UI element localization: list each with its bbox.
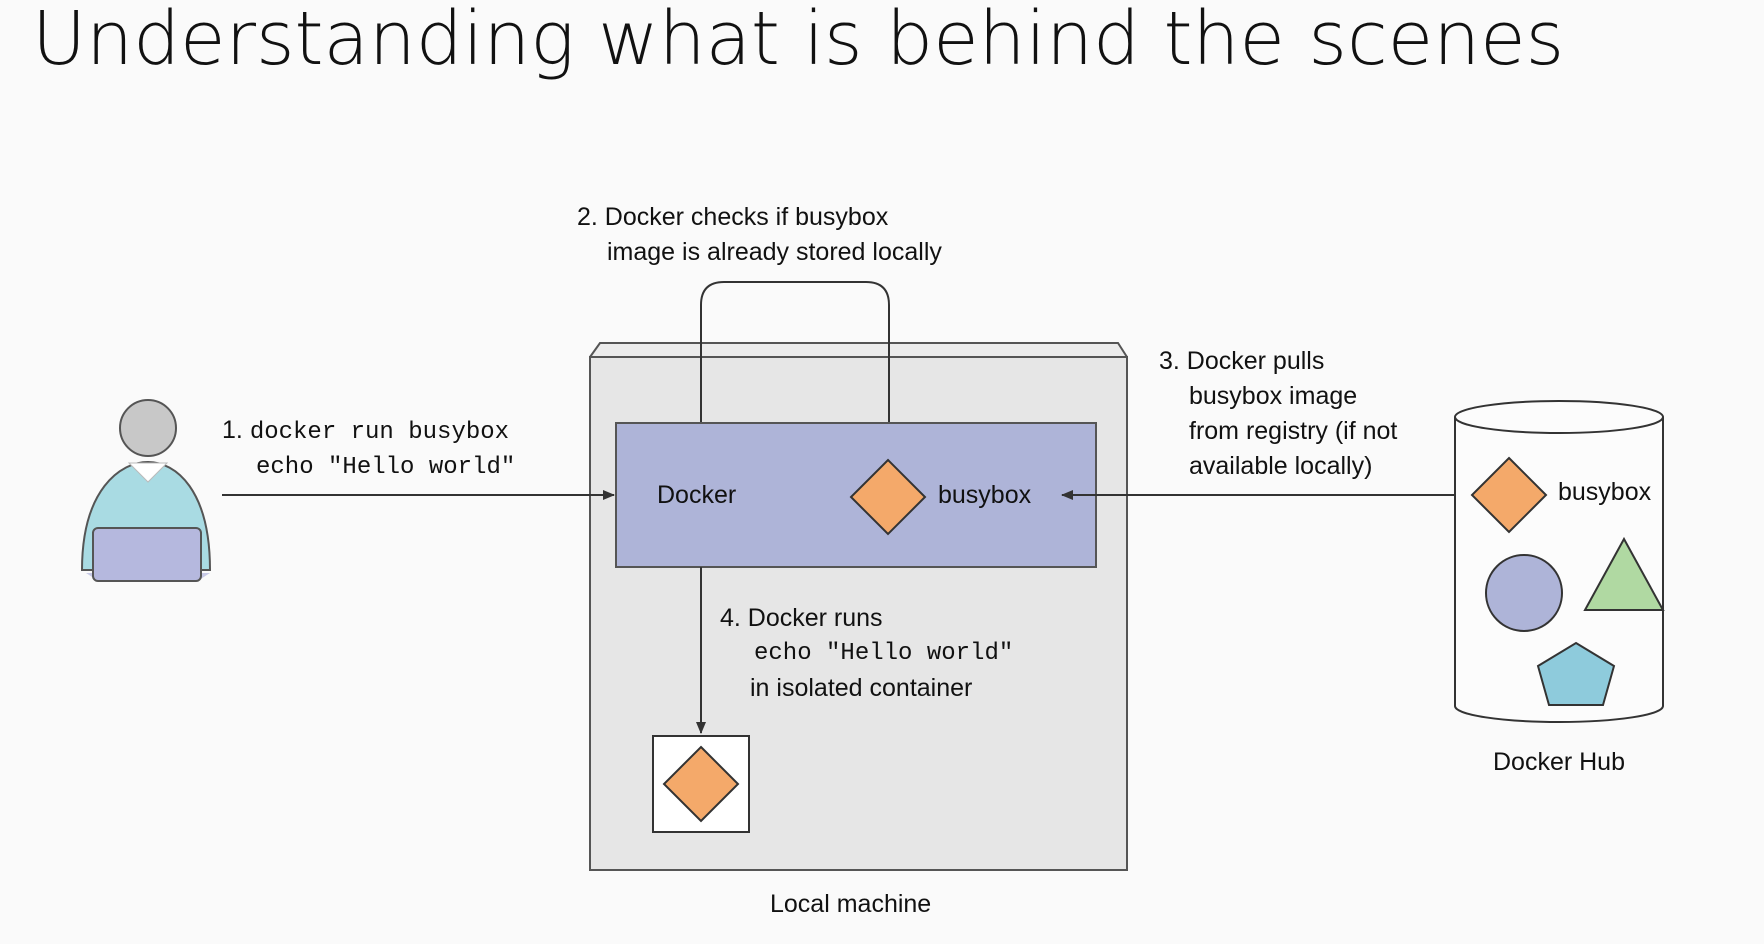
laptop xyxy=(92,527,202,582)
docker-engine-label: Docker xyxy=(657,481,737,509)
step3-line2: busybox image xyxy=(1189,382,1358,410)
local-busybox-label: busybox xyxy=(938,481,1032,509)
local-machine-label: Local machine xyxy=(770,890,932,918)
docker-hub-registry xyxy=(1454,400,1665,723)
slide-title: Understanding what is behind the scenes xyxy=(32,0,1565,82)
registry-circle-image-icon xyxy=(1485,554,1563,632)
step1-number: 1. xyxy=(222,416,243,444)
step1-command-line2: echo "Hello world" xyxy=(256,454,516,481)
step2-line1: 2. Docker checks if busybox xyxy=(577,203,889,231)
step1-label: 1. docker run busybox echo "Hello world" xyxy=(222,413,515,485)
step1-command-line1: docker run busybox xyxy=(249,419,510,446)
registry-busybox-image-icon xyxy=(1470,456,1548,534)
step3-line4: available locally) xyxy=(1189,452,1373,480)
registry-busybox-label: busybox xyxy=(1558,478,1652,506)
step2-label: 2. Docker checks if busybox image is alr… xyxy=(577,200,942,270)
step3-line1: 3. Docker pulls xyxy=(1159,347,1325,375)
registry-pentagon-image-icon xyxy=(1536,641,1616,706)
step4-label: 4. Docker runs echo "Hello world" in iso… xyxy=(720,601,1013,706)
container-busybox-icon xyxy=(662,745,740,823)
step4-line3: in isolated container xyxy=(750,674,973,702)
user-head xyxy=(119,399,177,457)
step4-line1: 4. Docker runs xyxy=(720,604,883,632)
step3-label: 3. Docker pulls busybox image from regis… xyxy=(1159,344,1397,484)
user-collar xyxy=(127,462,169,483)
step4-command: echo "Hello world" xyxy=(754,640,1014,667)
local-busybox-image-icon xyxy=(849,458,927,536)
registry-triangle-image-icon xyxy=(1583,536,1665,611)
step3-line3: from registry (if not xyxy=(1189,417,1398,445)
user-icon xyxy=(80,399,212,582)
step2-line2: image is already stored locally xyxy=(607,238,942,266)
docker-hub-label: Docker Hub xyxy=(1493,748,1625,776)
check-loop-arrow xyxy=(700,281,894,457)
